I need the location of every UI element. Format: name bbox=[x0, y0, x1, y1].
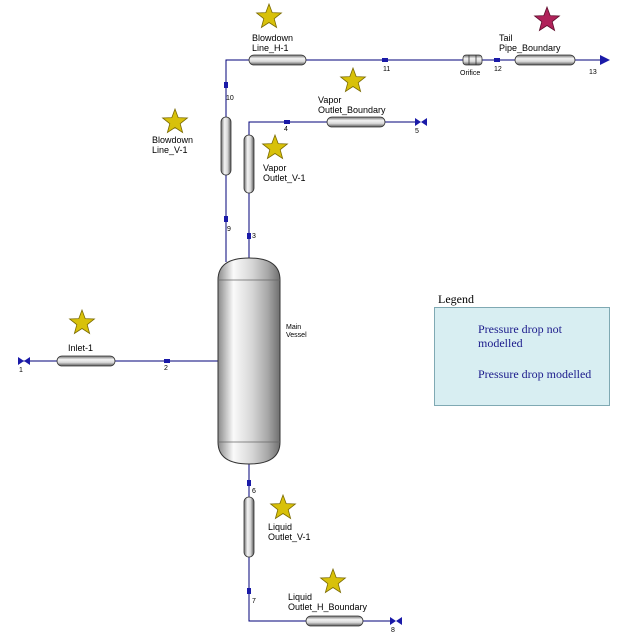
stream-5-boundary-icon bbox=[415, 118, 421, 126]
liquid-outlet-v-pipe bbox=[243, 496, 255, 558]
boundary-arrows bbox=[18, 55, 610, 625]
blowdown-line-v-star bbox=[161, 107, 189, 134]
stream-6-marker bbox=[247, 480, 251, 486]
inlet-pipe bbox=[56, 355, 116, 367]
stream-7-label: 7 bbox=[252, 598, 256, 605]
legend-modelled-text: Pressure drop modelled bbox=[478, 367, 592, 381]
blowdown-line-v-pipe bbox=[220, 116, 232, 176]
legend-title: Legend bbox=[438, 292, 474, 306]
inlet-label: Inlet-1 bbox=[68, 343, 94, 353]
stream-2-label: 2 bbox=[164, 365, 168, 372]
blowdown-line-v-label: Blowdown Line_V-1 bbox=[152, 135, 194, 155]
liquid-outlet-v-label: Liquid Outlet_V-1 bbox=[268, 522, 311, 542]
tail-pipe-boundary-pipe bbox=[514, 54, 576, 66]
vapor-outlet-boundary-pipe bbox=[326, 116, 386, 128]
main-vessel-icon[interactable] bbox=[217, 257, 281, 465]
orifice-icon[interactable] bbox=[462, 54, 483, 66]
horizontal-pipes[interactable] bbox=[56, 54, 576, 627]
stream-4-label: 4 bbox=[284, 126, 288, 133]
stream-8-label: 8 bbox=[391, 627, 395, 634]
stars-layer bbox=[68, 2, 561, 594]
vertical-pipes[interactable] bbox=[220, 116, 255, 558]
stream-4-marker bbox=[284, 120, 290, 124]
stream-12-label: 12 bbox=[494, 66, 502, 73]
liquid-outlet-h-boundary-pipe bbox=[305, 615, 364, 627]
stream-5-label: 5 bbox=[415, 128, 419, 135]
stream-markers bbox=[164, 58, 500, 594]
blowdown-line-h-pipe bbox=[248, 54, 307, 66]
tail-pipe-boundary-label: Tail Pipe_Boundary bbox=[499, 33, 561, 53]
stream-8-boundary-icon bbox=[390, 617, 396, 625]
stream-7-marker bbox=[247, 588, 251, 594]
stream-1-boundary-icon bbox=[18, 357, 24, 365]
vapor-outlet-v-label: Vapor Outlet_V-1 bbox=[263, 163, 306, 183]
stream-13-arrow-icon bbox=[600, 55, 610, 65]
stream-1-label: 1 bbox=[19, 367, 23, 374]
blowdown-line-h-label: Blowdown Line_H-1 bbox=[252, 33, 294, 53]
blowdown-line-h-star bbox=[255, 2, 283, 29]
stream-2-marker bbox=[164, 359, 170, 363]
tail-pipe-boundary-star bbox=[533, 5, 561, 32]
stream-11-label: 11 bbox=[383, 66, 391, 73]
stream-10-marker bbox=[224, 82, 228, 88]
vapor-outlet-boundary-label: Vapor Outlet_Boundary bbox=[318, 95, 386, 115]
vapor-outlet-boundary-star bbox=[339, 66, 367, 93]
legend-box bbox=[434, 307, 610, 406]
inlet-star bbox=[68, 308, 96, 335]
liquid-outlet-v-star bbox=[269, 493, 297, 520]
stream-10-label: 10 bbox=[226, 95, 234, 102]
stream-12-marker bbox=[494, 58, 500, 62]
orifice-label: Orifice bbox=[460, 70, 481, 77]
stream-13-label: 13 bbox=[589, 69, 597, 76]
legend-not-modelled-text: Pressure drop not modelled bbox=[478, 322, 562, 350]
stream-9-label: 9 bbox=[227, 226, 231, 233]
liquid-outlet-h-boundary-label: Liquid Outlet_H_Boundary bbox=[288, 592, 368, 612]
liquid-outlet-h-boundary-star bbox=[319, 567, 347, 594]
vapor-outlet-v-star bbox=[261, 133, 289, 160]
vapor-outlet-v-pipe bbox=[243, 134, 255, 194]
main-vessel-label: Main Vessel bbox=[286, 324, 307, 339]
stream-9-marker bbox=[224, 216, 228, 222]
stream-3-marker bbox=[247, 233, 251, 239]
stream-3-label: 3 bbox=[252, 233, 256, 240]
stream-6-label: 6 bbox=[252, 488, 256, 495]
stream-11-marker bbox=[382, 58, 388, 62]
